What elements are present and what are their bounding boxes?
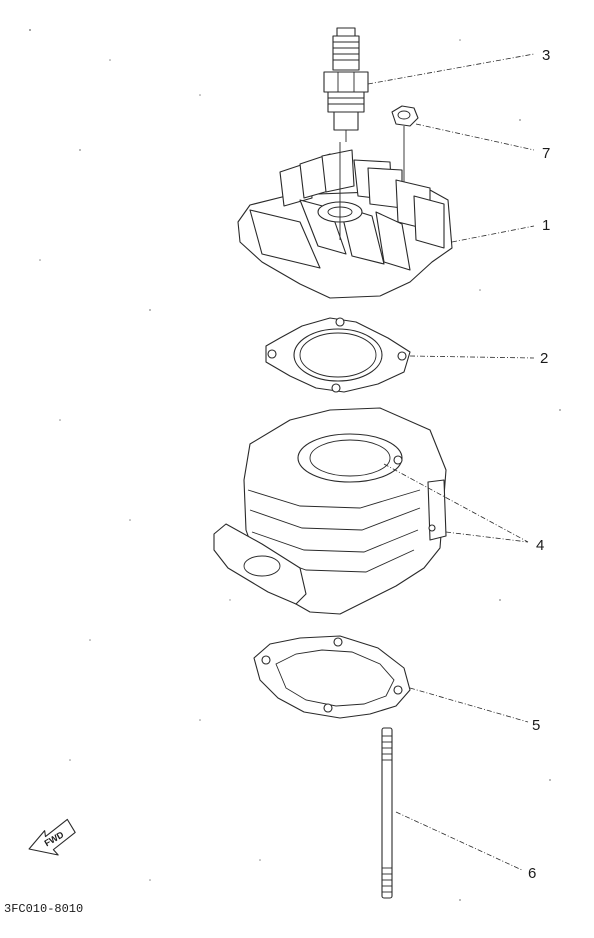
stud-bolt xyxy=(381,727,393,899)
leader-4a xyxy=(383,463,529,543)
cylinder-head xyxy=(237,142,453,299)
leader-7 xyxy=(415,123,535,151)
base-gasket xyxy=(253,635,411,719)
callout-7: 7 xyxy=(542,145,550,162)
leader-2 xyxy=(409,355,535,359)
callout-3: 3 xyxy=(542,47,550,64)
callout-5: 5 xyxy=(532,717,540,734)
leader-1 xyxy=(451,225,535,243)
leader-4b xyxy=(445,531,529,543)
leader-5 xyxy=(409,687,529,723)
callout-1: 1 xyxy=(542,217,550,234)
spark-plug xyxy=(323,27,369,142)
cylinder xyxy=(213,407,447,615)
leader-6 xyxy=(395,811,523,871)
head-gasket xyxy=(265,317,411,393)
fwd-arrow-icon: FWD xyxy=(28,818,76,856)
figure-code: 3FC010-8010 xyxy=(4,902,83,916)
leader-lines xyxy=(367,53,535,871)
callout-6: 6 xyxy=(528,865,536,882)
scan-noise xyxy=(29,29,561,901)
callout-2: 2 xyxy=(540,350,548,367)
leader-3 xyxy=(367,53,535,85)
callout-4: 4 xyxy=(536,537,544,554)
callout-labels: 3 7 1 2 4 5 6 xyxy=(528,47,550,882)
